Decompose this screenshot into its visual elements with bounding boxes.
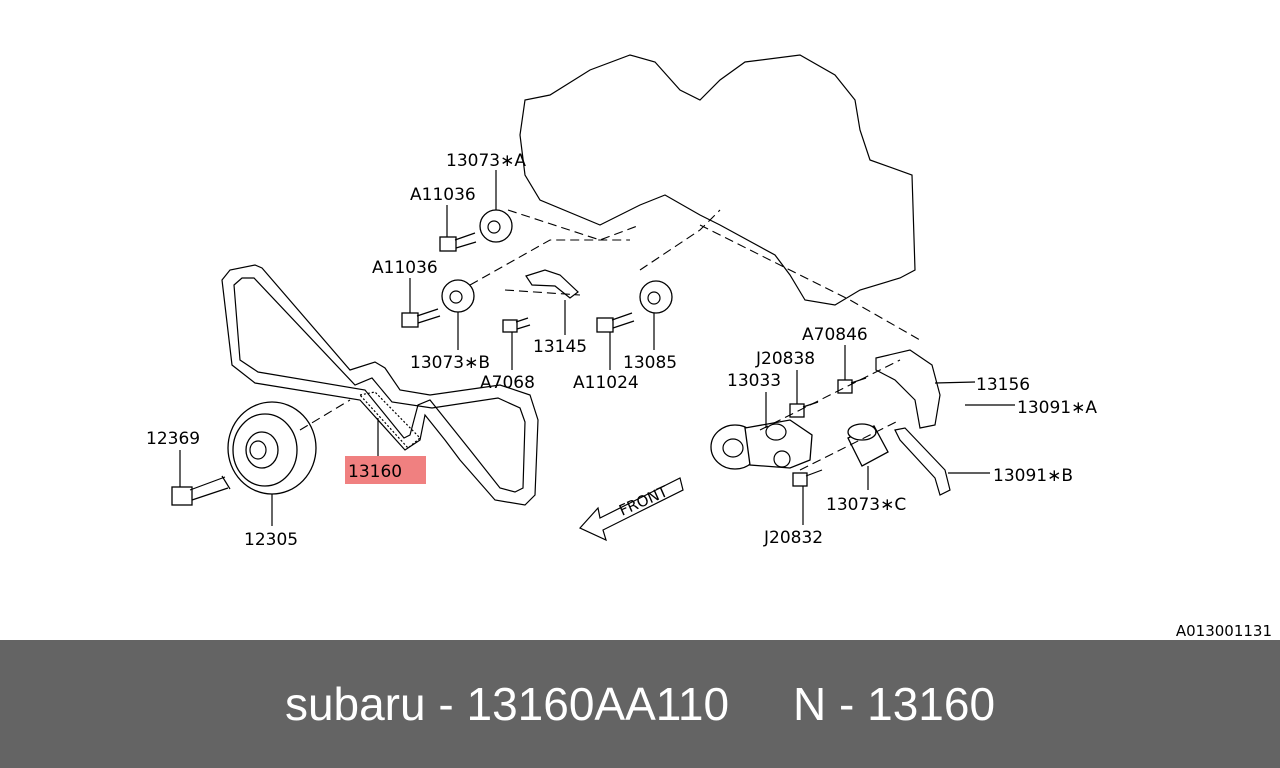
bolt-12369	[171, 475, 231, 506]
label-13091-b: 13091∗B	[993, 466, 1073, 486]
bolt-j20838	[789, 401, 819, 418]
part-info-footer: subaru - 13160AA110 N - 13160	[0, 640, 1280, 768]
label-13073-b: 13073∗B	[410, 353, 490, 373]
bolt-j20832	[792, 469, 823, 487]
part-number: 13160AA110	[466, 678, 730, 730]
timing-belt-13160	[221, 264, 539, 506]
n-number: 13160	[867, 678, 996, 730]
label-j20832: J20832	[763, 528, 823, 548]
label-a7068: A7068	[480, 373, 535, 393]
plate-13156	[875, 349, 941, 429]
bracket-13091-b	[894, 427, 951, 496]
idler-13073-b	[441, 279, 475, 313]
front-direction-arrow: FRONT	[579, 477, 684, 542]
label-13156: 13156	[976, 375, 1030, 395]
leader-lines	[179, 170, 1015, 526]
bolt-a11036-mid	[401, 308, 441, 328]
separator-2: -	[839, 678, 855, 730]
idler-13085	[639, 280, 673, 314]
label-j20838: J20838	[755, 349, 815, 369]
exploded-parts-diagram: FRONT 13073∗A A11036 A11036 13073∗B 1314…	[146, 54, 1097, 550]
separator-1: -	[438, 678, 454, 730]
crank-pulley-12305	[227, 401, 317, 495]
label-12305: 12305	[244, 530, 298, 550]
assembly-lines	[299, 209, 921, 471]
diagram-reference-code: A013001131	[1175, 622, 1272, 640]
label-13085: 13085	[623, 353, 677, 373]
bracket-13145	[525, 269, 579, 299]
label-a70846: A70846	[802, 325, 868, 345]
tensioner-13033	[710, 419, 813, 470]
bolt-a11024	[596, 312, 635, 333]
bolt-a11036-top	[439, 232, 477, 252]
callout-highlight	[345, 456, 426, 484]
label-a11036-top: A11036	[410, 185, 476, 205]
pulley-13073-c	[847, 423, 889, 467]
label-a11036-mid: A11036	[372, 258, 438, 278]
label-12369: 12369	[146, 429, 200, 449]
label-13145: 13145	[533, 337, 587, 357]
idler-13073-a	[479, 209, 513, 243]
label-13073-a: 13073∗A	[446, 151, 526, 171]
label-13160: 13160	[348, 462, 402, 482]
n-prefix: N	[793, 678, 827, 730]
label-13033: 13033	[727, 371, 781, 391]
label-a11024: A11024	[573, 373, 639, 393]
bolt-a7068	[502, 317, 531, 333]
callout-labels: 13073∗A A11036 A11036 13073∗B 13145 1308…	[146, 151, 1097, 550]
engine-block-outline	[519, 54, 916, 306]
label-13091-a: 13091∗A	[1017, 398, 1097, 418]
front-label: FRONT	[616, 482, 671, 520]
bolt-a70846	[837, 377, 867, 394]
label-13073-c: 13073∗C	[826, 495, 906, 515]
brand-name: subaru	[284, 678, 426, 730]
